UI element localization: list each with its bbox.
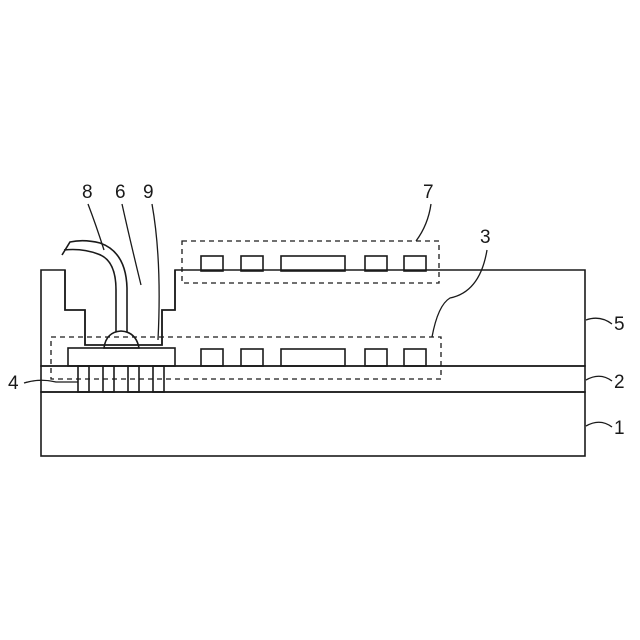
upper-wiring-2 <box>241 256 263 271</box>
lower-wiring-4 <box>365 349 387 366</box>
label-6: 6 <box>115 182 126 203</box>
region-7-outline <box>182 241 439 283</box>
upper-wiring-4 <box>365 256 387 271</box>
label-7: 7 <box>423 182 434 203</box>
label-9: 9 <box>143 182 154 203</box>
upper-wiring-3 <box>281 256 345 271</box>
label-4: 4 <box>8 373 19 394</box>
lower-wiring-2 <box>241 349 263 366</box>
region-3-outline <box>51 337 441 379</box>
leader-5 <box>586 318 612 324</box>
label-1: 1 <box>614 418 625 439</box>
leader-4 <box>24 380 78 383</box>
label-2: 2 <box>614 372 625 393</box>
leader-1 <box>586 422 612 427</box>
leader-7 <box>416 204 431 241</box>
bond-wire-8 <box>64 250 116 333</box>
leader-2 <box>586 376 612 381</box>
layer-5-encapsulant <box>41 270 585 366</box>
label-3: 3 <box>480 227 491 248</box>
lower-wiring-3 <box>281 349 345 366</box>
label-8: 8 <box>82 182 93 203</box>
upper-wiring-5 <box>404 256 426 271</box>
label-5: 5 <box>614 314 625 335</box>
lower-wiring-1 <box>201 349 223 366</box>
bond-wire-8-inner <box>62 241 127 332</box>
layer-1-substrate <box>41 392 585 456</box>
electrode-pad <box>68 348 175 366</box>
leader-3 <box>432 250 487 337</box>
lower-wiring-5 <box>404 349 426 366</box>
leader-8 <box>88 204 104 250</box>
leader-9 <box>152 204 159 340</box>
upper-wiring-1 <box>201 256 223 271</box>
